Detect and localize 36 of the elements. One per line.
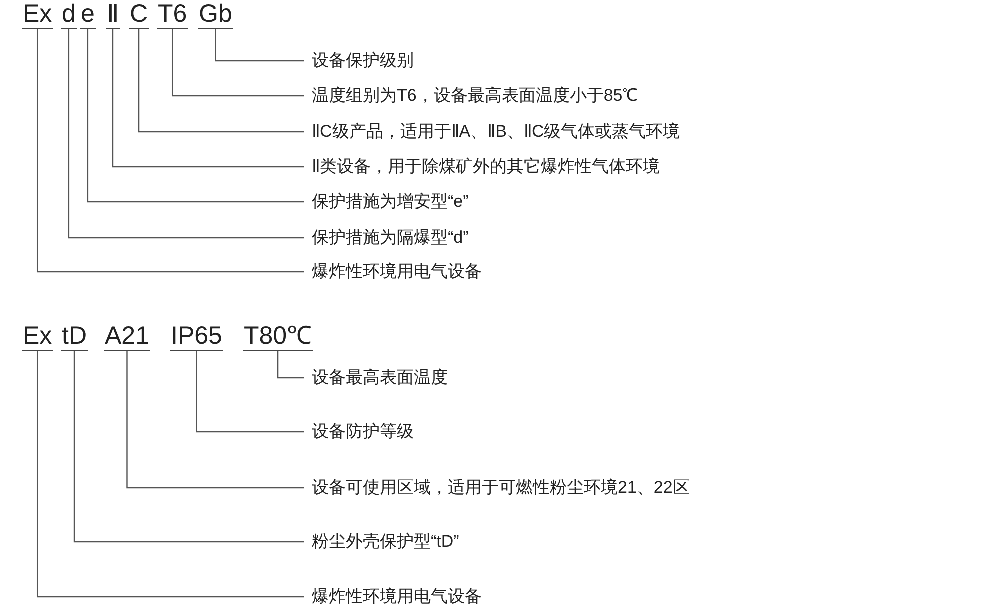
leader-line bbox=[215, 29, 304, 62]
description-text: 保护措施为增安型“e” bbox=[304, 191, 469, 213]
leader-line bbox=[68, 29, 304, 239]
code-segment: IP65 bbox=[170, 322, 224, 351]
leader-line bbox=[37, 29, 304, 273]
code-segment: T80℃ bbox=[243, 322, 314, 351]
code-segment: C bbox=[129, 0, 150, 29]
leader-line bbox=[172, 29, 304, 97]
description-text: 设备最高表面温度 bbox=[304, 367, 448, 389]
description-text: ⅡC级产品，适用于ⅡA、ⅡB、ⅡC级气体或蒸气环境 bbox=[304, 121, 680, 143]
description-text: 保护措施为隔爆型“d” bbox=[304, 227, 469, 249]
leader-line bbox=[87, 29, 304, 203]
description-text: Ⅱ类设备，用于除煤矿外的其它爆炸性气体环境 bbox=[304, 156, 660, 178]
description-text: 设备可使用区域，适用于可燃性粉尘环境21、22区 bbox=[304, 477, 690, 499]
leader-line bbox=[74, 351, 304, 543]
description-text: 爆炸性环境用电气设备 bbox=[304, 586, 482, 608]
code-segment: A21 bbox=[104, 322, 150, 351]
leader-line bbox=[196, 351, 304, 433]
description-text: 粉尘外壳保护型“tD” bbox=[304, 531, 460, 553]
description-text: 设备防护等级 bbox=[304, 421, 414, 443]
leader-line bbox=[112, 29, 304, 168]
code-segment: Ex bbox=[22, 0, 54, 29]
code-segment: Ⅱ bbox=[106, 0, 120, 29]
code-segment: T6 bbox=[157, 0, 188, 29]
leader-line bbox=[37, 351, 304, 598]
description-text: 设备保护级别 bbox=[304, 50, 414, 72]
code-segment: tD bbox=[61, 322, 88, 351]
leader-line bbox=[126, 351, 304, 489]
code-segment: Gb bbox=[198, 0, 234, 29]
code-segment: d bbox=[61, 0, 77, 29]
code-segment: e bbox=[80, 0, 96, 29]
description-text: 爆炸性环境用电气设备 bbox=[304, 261, 482, 283]
leader-line bbox=[277, 351, 304, 379]
description-text: 温度组别为T6，设备最高表面温度小于85℃ bbox=[304, 85, 639, 107]
code-segment: Ex bbox=[22, 322, 54, 351]
leader-line bbox=[138, 29, 304, 133]
